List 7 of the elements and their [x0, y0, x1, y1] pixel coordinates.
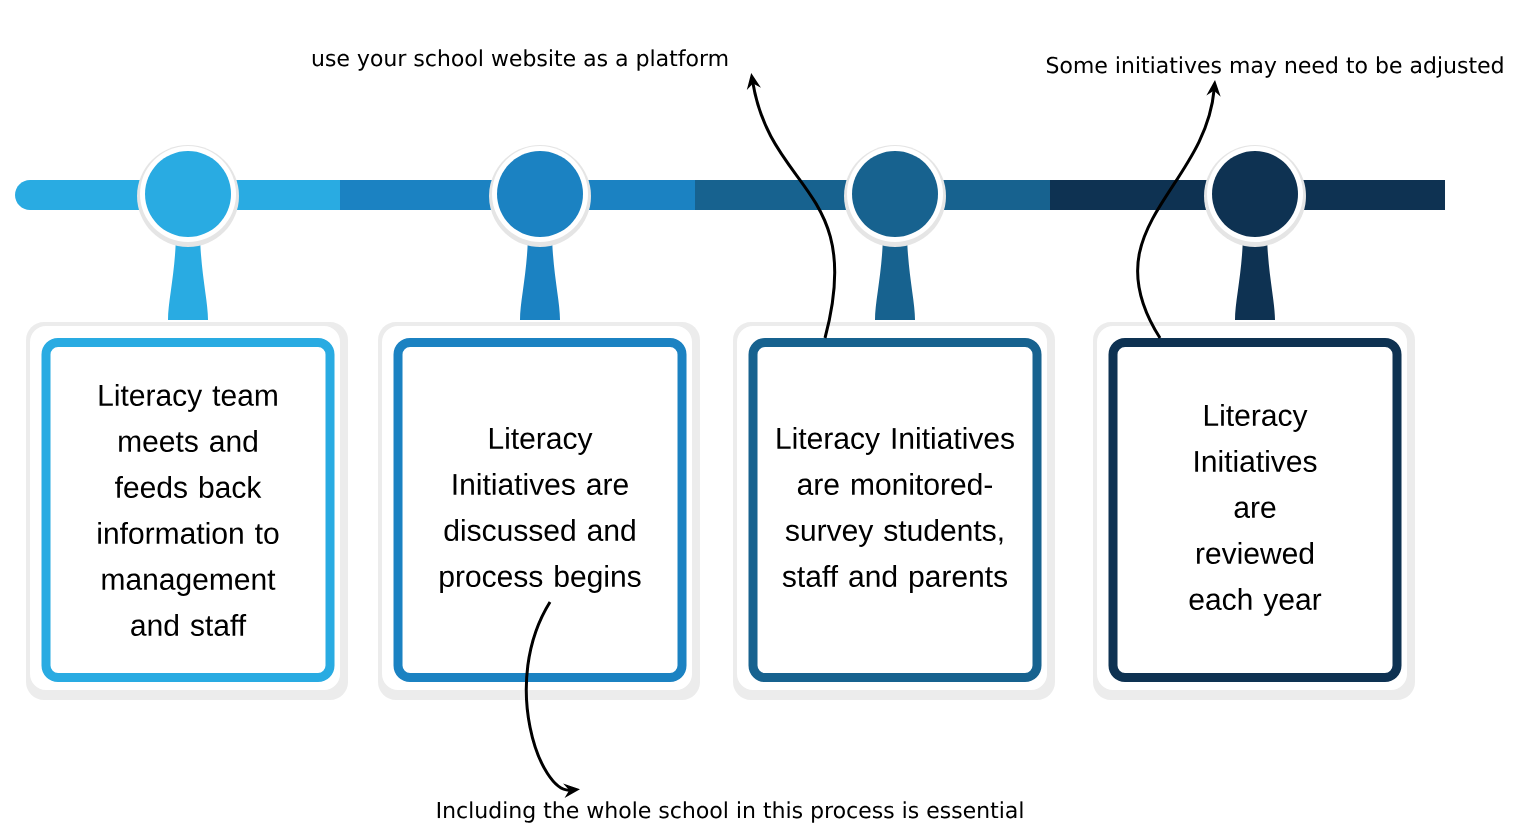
process-box: Literacy Initiatives are monitored- survey students, staff and parents [733, 322, 1055, 700]
annotation-text: use your school website as a platform [312, 49, 728, 71]
process-box: Literacy team meets and feeds back information to management and staff [26, 322, 348, 700]
process-box: Literacy Initiatives are reviewed each year [1093, 322, 1415, 700]
annotation-text: Including the whole school in this process is essential [437, 801, 1023, 823]
annotation-text: Some initiatives may need to be adjusted [1046, 56, 1503, 78]
process-box: Literacy Initiatives are discussed and process begins [378, 322, 700, 700]
